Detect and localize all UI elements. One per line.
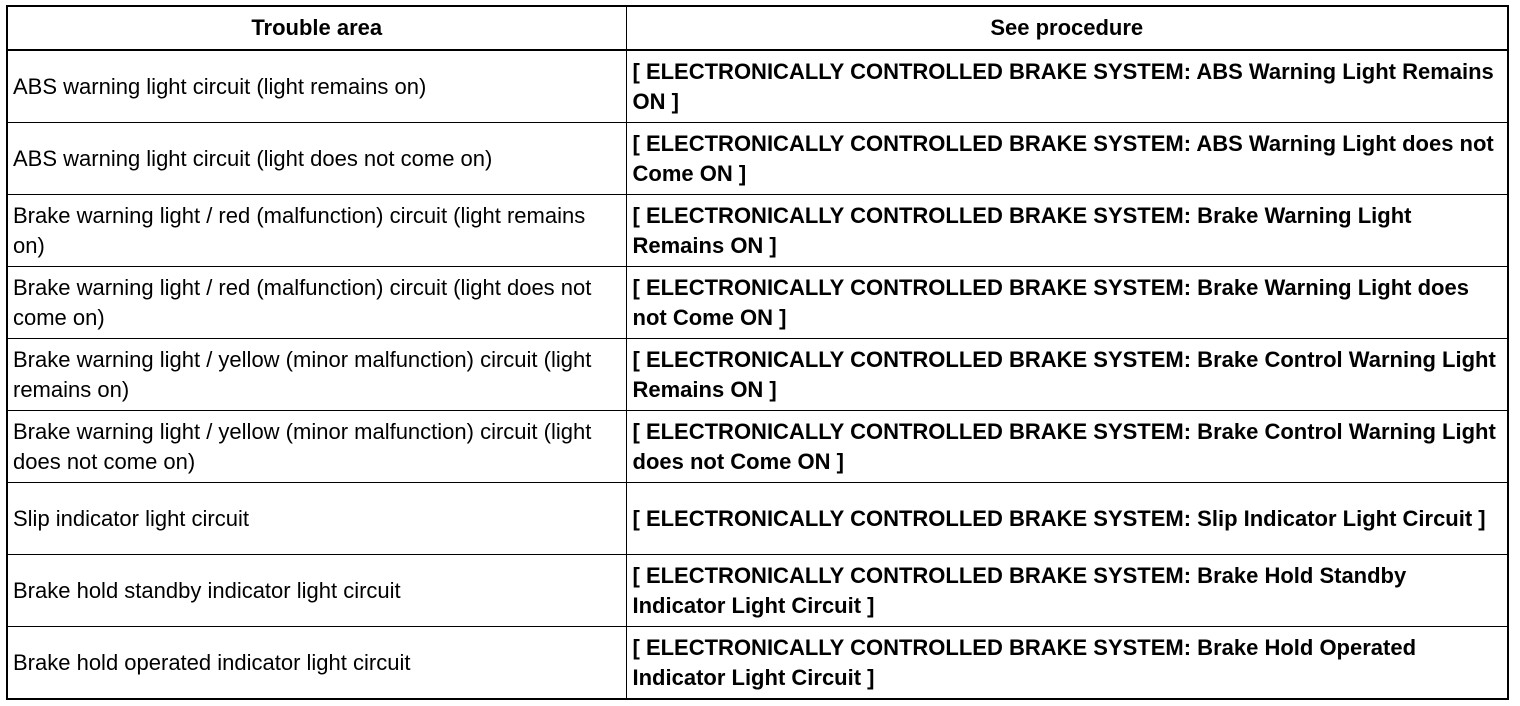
trouble-area-cell: Brake warning light / yellow (minor malf…: [6, 338, 627, 411]
trouble-area-cell: Brake warning light / red (malfunction) …: [6, 194, 627, 267]
table-row: ABS warning light circuit (light does no…: [6, 122, 1509, 195]
header-row: Trouble area See procedure: [6, 5, 1509, 51]
trouble-area-cell: Brake hold operated indicator light circ…: [6, 626, 627, 700]
table-row: Slip indicator light circuit [ ELECTRONI…: [6, 482, 1509, 555]
procedure-link[interactable]: [ ELECTRONICALLY CONTROLLED BRAKE SYSTEM…: [625, 266, 1509, 339]
procedure-link[interactable]: [ ELECTRONICALLY CONTROLLED BRAKE SYSTEM…: [625, 410, 1509, 483]
trouble-procedure-table: Trouble area See procedure ABS warning l…: [6, 5, 1509, 700]
header-trouble-area: Trouble area: [6, 5, 627, 51]
procedure-link[interactable]: [ ELECTRONICALLY CONTROLLED BRAKE SYSTEM…: [625, 626, 1509, 700]
procedure-link[interactable]: [ ELECTRONICALLY CONTROLLED BRAKE SYSTEM…: [625, 49, 1509, 123]
table-row: Brake hold standby indicator light circu…: [6, 554, 1509, 627]
table-row: Brake hold operated indicator light circ…: [6, 626, 1509, 700]
trouble-area-cell: Brake warning light / red (malfunction) …: [6, 266, 627, 339]
procedure-link[interactable]: [ ELECTRONICALLY CONTROLLED BRAKE SYSTEM…: [625, 554, 1509, 627]
table-row: Brake warning light / yellow (minor malf…: [6, 338, 1509, 411]
table-row: Brake warning light / red (malfunction) …: [6, 194, 1509, 267]
header-see-procedure: See procedure: [625, 5, 1509, 51]
trouble-area-cell: ABS warning light circuit (light remains…: [6, 49, 627, 123]
procedure-link[interactable]: [ ELECTRONICALLY CONTROLLED BRAKE SYSTEM…: [625, 194, 1509, 267]
trouble-area-cell: Brake hold standby indicator light circu…: [6, 554, 627, 627]
procedure-link[interactable]: [ ELECTRONICALLY CONTROLLED BRAKE SYSTEM…: [625, 482, 1509, 555]
table-row: Brake warning light / yellow (minor malf…: [6, 410, 1509, 483]
procedure-link[interactable]: [ ELECTRONICALLY CONTROLLED BRAKE SYSTEM…: [625, 338, 1509, 411]
table-body: ABS warning light circuit (light remains…: [6, 49, 1509, 700]
trouble-area-cell: Brake warning light / yellow (minor malf…: [6, 410, 627, 483]
trouble-area-cell: ABS warning light circuit (light does no…: [6, 122, 627, 195]
table-row: Brake warning light / red (malfunction) …: [6, 266, 1509, 339]
table-row: ABS warning light circuit (light remains…: [6, 49, 1509, 123]
trouble-area-cell: Slip indicator light circuit: [6, 482, 627, 555]
table-header: Trouble area See procedure: [6, 5, 1509, 51]
procedure-link[interactable]: [ ELECTRONICALLY CONTROLLED BRAKE SYSTEM…: [625, 122, 1509, 195]
